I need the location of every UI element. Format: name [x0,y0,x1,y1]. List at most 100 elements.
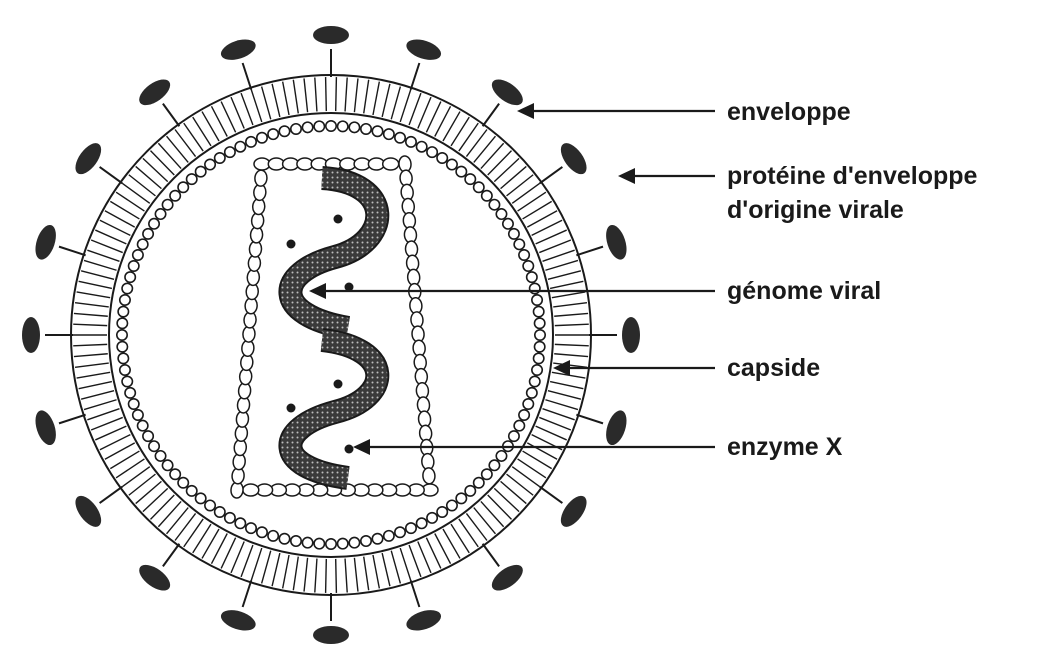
lipid-tick [501,166,527,188]
lipid-tick [184,519,203,547]
lipid-tick [391,551,400,584]
lipid-tick [488,151,512,175]
capsid-bead [503,219,513,229]
spike-stem [243,63,252,90]
capsid-bead [406,137,416,147]
lipid-tick [459,123,478,151]
spike-stem [576,247,603,256]
lipid-tick [184,123,203,151]
core-bead [254,170,267,187]
capsid-bead [416,518,426,528]
lipid-tick [545,260,578,270]
lipid-tick [400,548,411,580]
capsid-bead [118,306,128,316]
spike-stem [59,415,86,424]
capsid-bead [118,353,128,363]
lipid-tick [95,230,126,244]
capsid-bead [246,137,256,147]
lipid-tick [459,519,478,547]
spike-head [556,491,592,531]
spike-head [404,36,444,64]
capsid-bead [349,122,359,132]
capsid-bead [372,126,382,136]
capsid-bead [427,513,437,523]
lipid-tick [74,313,108,316]
label-proteine-line1: protéine d'enveloppe [727,162,978,190]
capsid-bead [496,451,506,461]
capsid-bead [447,159,457,169]
capsid-bead [137,420,147,430]
lipid-tick [231,541,244,572]
genome-strand-lower-fill [290,340,377,478]
lipid-tick [91,417,123,430]
capsid-bead [532,295,542,305]
lipid-tick [512,467,540,487]
lipid-tick [474,136,496,162]
lipid-tick [150,151,174,175]
capsid-bead [215,153,225,163]
capsid-bead [143,431,153,441]
arrow-genome [309,283,715,299]
capsid-bead [482,469,492,479]
lipid-tick [150,495,174,519]
capsid-bead [533,306,543,316]
spike-stem [59,247,86,256]
capsid-bead [246,523,256,533]
lipid-tick [75,303,109,307]
capsid-bead [120,295,130,305]
capsid-bead [338,121,348,131]
lipid-tick [373,555,379,588]
lipid-tick [95,426,126,440]
lipid-tick [326,77,327,111]
capsid-bead [205,500,215,510]
capsid-bead [120,365,130,375]
capsid-bead [326,121,336,131]
arrow-enzyme [353,439,715,455]
capsid-bead [509,431,519,441]
lipid-tick [262,551,271,584]
lipid-tick [494,488,519,511]
capsid-bead [279,126,289,136]
capsid-bead [143,229,153,239]
spike-head [313,26,349,44]
lipid-tick [507,474,534,495]
spike-stem [243,580,252,607]
lipid-tick [122,183,150,203]
spike-head [602,408,630,448]
capsid-bead [534,342,544,352]
lipid-tick [158,501,181,526]
lipid-tick [84,260,117,270]
spike-head [32,222,60,262]
capsid-bead [302,537,312,547]
capsid-bead [314,121,324,131]
lipid-tick [283,82,289,115]
capsid-bead [195,166,205,176]
lipid-tick [143,488,168,511]
lipid-tick [136,481,162,503]
capsid-bead [187,486,197,496]
spike-stem [540,487,563,503]
lipid-tick [512,183,540,203]
capsid-bead [509,229,519,239]
capsid-bead [474,182,484,192]
capsid-bead [195,493,205,503]
lipid-tick [418,97,431,128]
capsid-bead [406,523,416,533]
lipid-tick [539,417,571,430]
label-enzyme: enzyme X [727,433,843,461]
capsid-bead [384,129,394,139]
lipid-tick [241,93,253,125]
lipid-tick [129,474,156,495]
lipid-tick [336,559,337,593]
spike-stem [100,487,123,503]
spike-head [622,317,640,353]
enzyme-dot [334,215,343,224]
capsid-bead [235,141,245,151]
lipid-tick [364,80,369,114]
capsid-bead [447,500,457,510]
lipid-tick [481,501,504,526]
enzyme-dot [287,240,296,249]
capsid-bead [530,283,540,293]
spike-head [135,74,175,110]
label-genome: génome viral [727,277,881,305]
